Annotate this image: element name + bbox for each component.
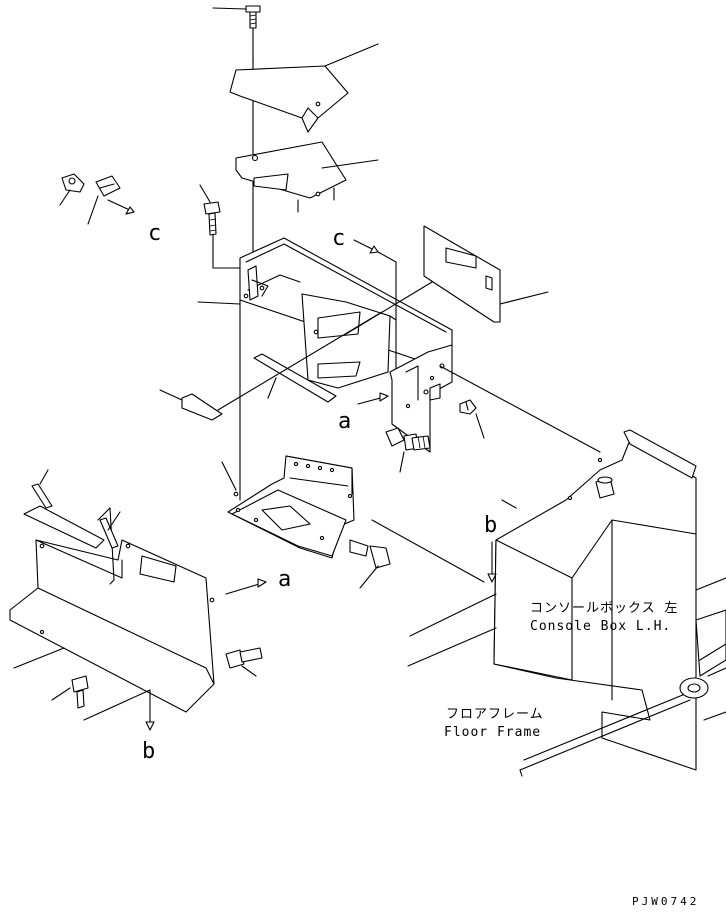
cover-bracket (235, 141, 379, 213)
main-bracket-box (197, 237, 453, 501)
ref-label-a-upper: a (338, 409, 351, 434)
ref-label-c-left: c (148, 221, 161, 246)
upper-cover-plate (229, 43, 379, 133)
ref-label-b-upper: b (484, 513, 497, 538)
grommet-left (59, 173, 85, 206)
ref-label-a-lower: a (278, 567, 291, 592)
floor-frame-label-jp: フロアフレーム (446, 707, 544, 722)
bolt-washer (385, 427, 431, 473)
drawing-code: PJW0742 (632, 895, 699, 908)
base-plate (221, 455, 355, 559)
top-bolt (212, 5, 261, 29)
base-bolt (349, 519, 485, 589)
nut-right (459, 399, 485, 439)
side-bolt (199, 184, 249, 269)
strip-left-b (99, 511, 121, 549)
cover-bolt-right (225, 647, 263, 677)
cover-bolt-bottom (51, 675, 89, 709)
strip-left-a (31, 469, 53, 509)
console-box-label-en: Console Box L.H. (530, 619, 671, 634)
floor-frame (407, 577, 726, 777)
ref-label-b-lower: b (142, 739, 155, 764)
pad (159, 311, 383, 421)
console-box (439, 365, 697, 771)
floor-cover (9, 505, 215, 713)
clip-left (87, 175, 121, 225)
ref-label-c-right: c (332, 226, 345, 251)
console-box-label-jp: コンソールボックス 左 (530, 601, 678, 616)
floor-frame-label-en: Floor Frame (444, 725, 541, 740)
rubber-strip (253, 353, 337, 403)
